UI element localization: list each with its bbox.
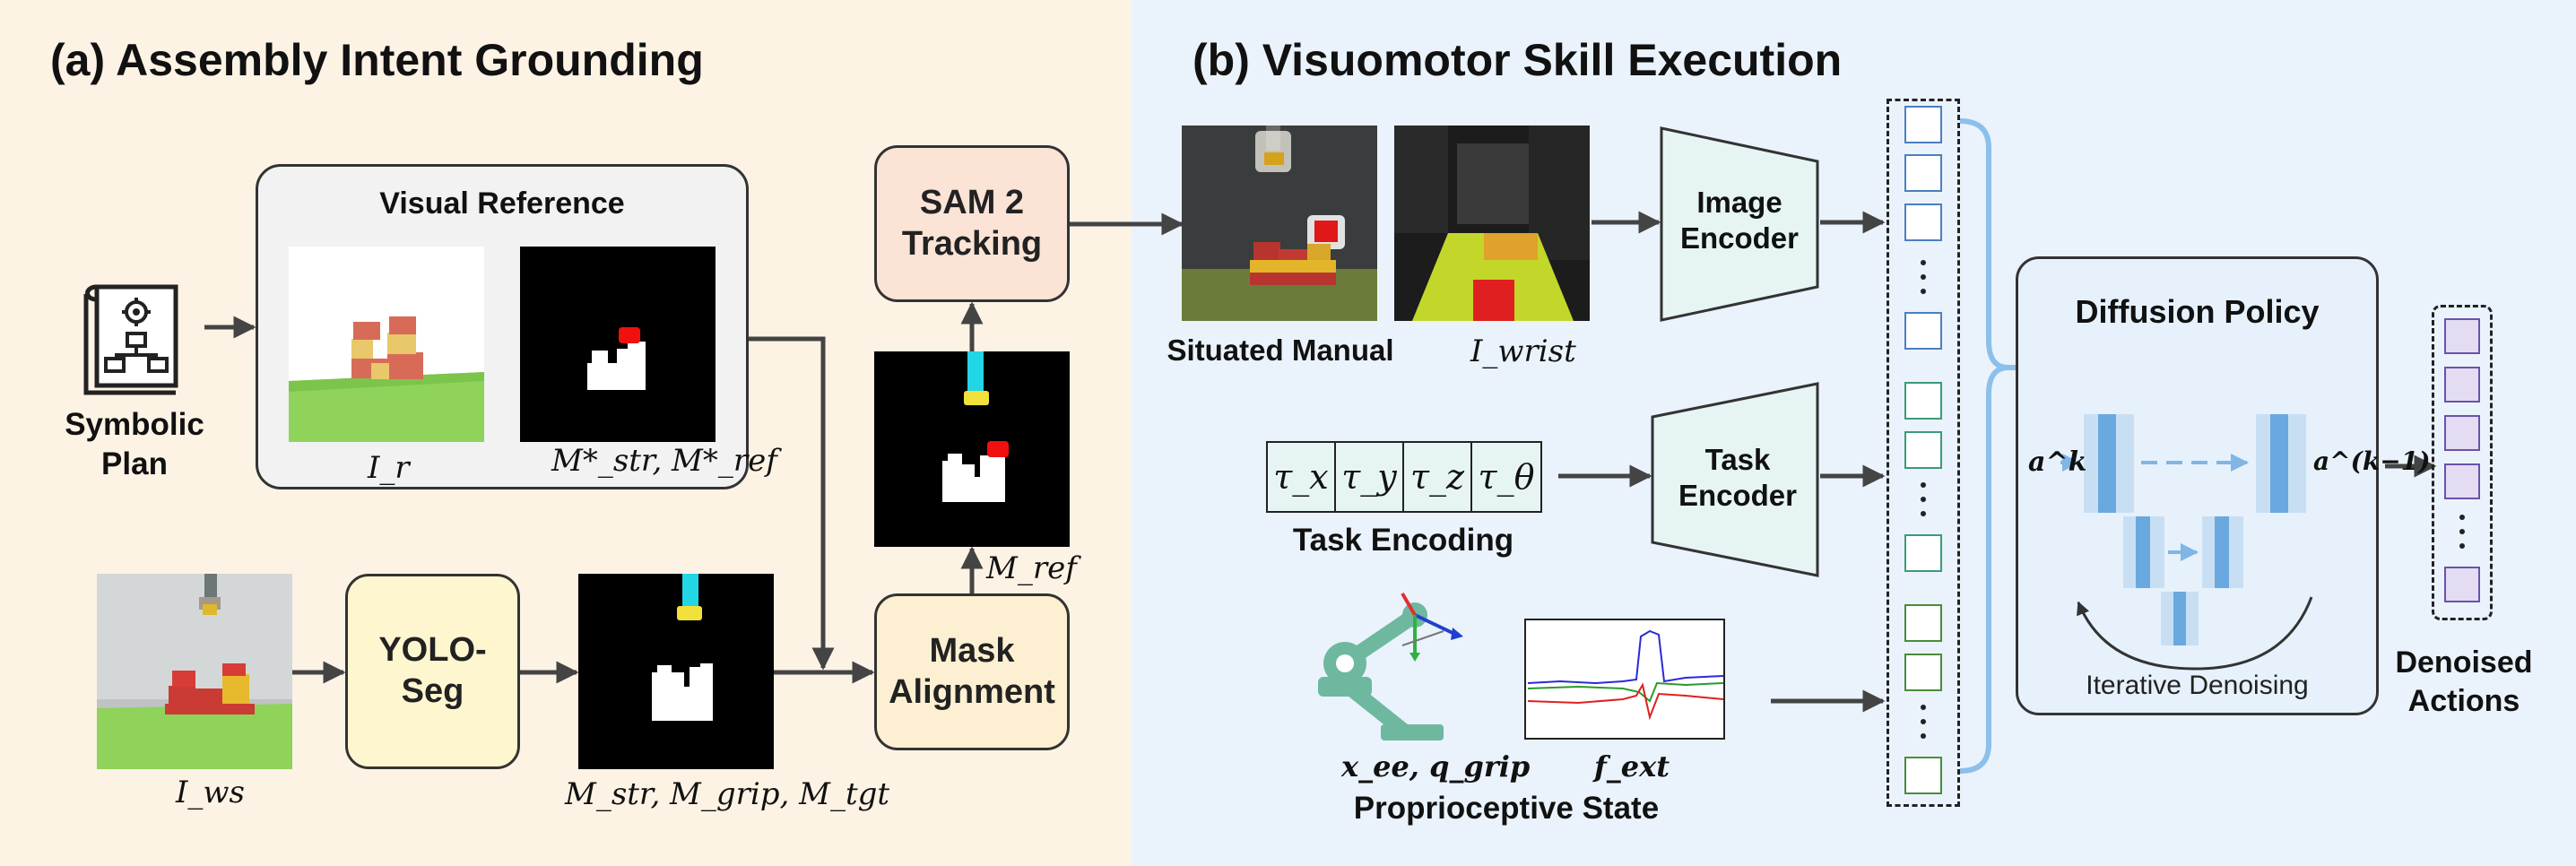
yolo-seg-label: YOLO-Seg — [378, 631, 487, 710]
iws-label: I_ws — [176, 775, 245, 810]
masks-label: M_str, M_grip, M_tgt — [565, 776, 890, 812]
ir-label: I_r — [368, 450, 410, 486]
ak-label: a^k — [2028, 446, 2087, 478]
task-token — [1904, 431, 1942, 469]
force-torque-plot — [1524, 619, 1725, 740]
panel-a-arrows — [204, 221, 1132, 684]
tau-x-cell: τ_x — [1268, 443, 1336, 511]
tau-y-cell: τ_y — [1336, 443, 1404, 511]
state-token-ellipsis — [1921, 705, 1926, 748]
yolo-seg-box: YOLO-Seg — [345, 574, 520, 769]
reference-mask-image — [520, 247, 716, 442]
task-encoding-label: Task Encoding — [1292, 523, 1514, 558]
reference-aligned-mask-image — [874, 351, 1070, 547]
mref-label: M_ref — [986, 550, 1077, 586]
iwrist-label: I_wrist — [1470, 333, 1576, 369]
action-token — [2444, 415, 2480, 451]
image-token — [1904, 154, 1942, 192]
mstar-label: M*_str, M*_ref — [551, 443, 777, 479]
unet-diagram — [2060, 414, 2313, 671]
mask-alignment-box: Mask Alignment — [874, 593, 1070, 750]
ak1-label: a^(k−1) — [2313, 446, 2431, 476]
action-token — [2444, 367, 2480, 403]
panel-b-title: (b) Visuomotor Skill Execution — [1193, 35, 1843, 85]
state-token — [1904, 757, 1942, 794]
image-token — [1904, 106, 1942, 143]
task-encoding-vector: τ_x τ_y τ_z τ_θ — [1266, 441, 1542, 513]
image-token-ellipsis — [1921, 260, 1926, 303]
robot-arm-icon — [1318, 592, 1463, 740]
task-encoder-shape — [1651, 382, 1819, 577]
xee-label: x_ee, q_grip — [1341, 749, 1531, 784]
symbolic-plan-label: Symbolic Plan — [65, 407, 204, 481]
image-token — [1904, 204, 1942, 241]
workspace-image — [97, 574, 292, 769]
state-token — [1904, 604, 1942, 642]
reference-render-image — [289, 247, 484, 442]
visual-reference-title: Visual Reference — [379, 186, 625, 221]
image-encoder-label: Image Encoder — [1679, 186, 1800, 255]
wrist-camera-image — [1394, 126, 1590, 321]
task-token-ellipsis — [1921, 482, 1926, 525]
situated-manual-label: Situated Manual — [1167, 333, 1394, 367]
tau-z-cell: τ_z — [1404, 443, 1472, 511]
action-token-ellipsis — [2459, 515, 2465, 558]
mask-alignment-label: Mask Alignment — [889, 631, 1055, 711]
task-encoder-label: Task Encoder — [1678, 443, 1798, 512]
action-token — [2444, 318, 2480, 354]
task-token — [1904, 534, 1942, 572]
panel-a-title: (a) Assembly Intent Grounding — [50, 35, 704, 85]
blueprint-icon — [83, 284, 178, 395]
image-encoder-shape — [1660, 126, 1819, 322]
segmentation-masks-image — [578, 574, 774, 769]
iterative-denoising-label: Iterative Denoising — [2086, 671, 2309, 700]
action-token — [2444, 463, 2480, 499]
situated-manual-image — [1182, 126, 1377, 321]
action-token — [2444, 567, 2480, 602]
state-token — [1904, 654, 1942, 691]
task-token — [1904, 382, 1942, 420]
denoised-actions-label: Denoised Actions — [2395, 645, 2533, 718]
token-column-frame — [1886, 99, 1960, 807]
action-column-frame — [2432, 305, 2493, 620]
sam2-tracking-label: SAM 2 Tracking — [901, 183, 1043, 263]
proprioceptive-state-label: Proprioceptive State — [1353, 791, 1660, 826]
sam2-tracking-box: SAM 2 Tracking — [874, 145, 1070, 302]
image-token — [1904, 312, 1942, 350]
fext-label: f_ext — [1594, 749, 1670, 784]
tau-theta-cell: τ_θ — [1478, 457, 1535, 497]
diffusion-policy-title: Diffusion Policy — [2075, 293, 2320, 330]
